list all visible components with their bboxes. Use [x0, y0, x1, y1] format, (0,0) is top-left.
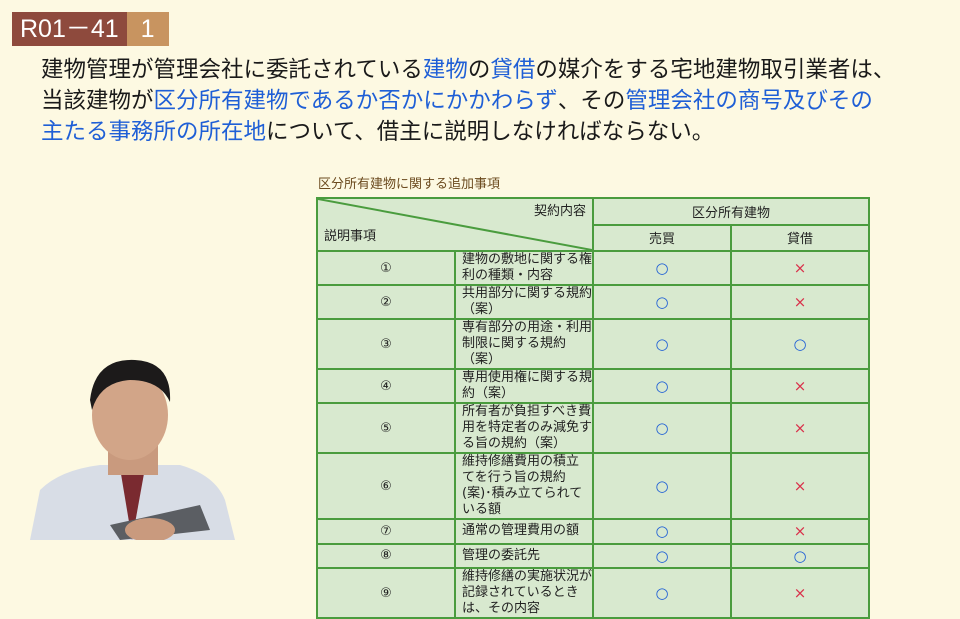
- header-lease: 貸借: [730, 223, 870, 253]
- question-text-segment: について、借主に説明しなければならない。: [266, 119, 715, 145]
- lease-mark: ○: [730, 318, 870, 370]
- question-code: R01－41: [12, 12, 127, 46]
- question-text-segment: の媒介をする宅地建物取引業者は、: [535, 57, 896, 83]
- diagonal-header-cell: 契約内容 説明事項: [316, 197, 594, 252]
- lease-mark: ×: [730, 452, 870, 520]
- question-text-segment: 建物管理が管理会社に委託されている: [41, 57, 423, 83]
- header-items: 説明事項: [324, 229, 377, 244]
- row-number: ⑧: [316, 542, 456, 569]
- header-sale: 売買: [592, 223, 732, 253]
- header-group: 区分所有建物: [592, 197, 870, 226]
- row-item-text: 建物の敷地に関する権利の種類・内容: [454, 250, 594, 286]
- highlighted-text: 区分所有建物であるか否かにかかわらず: [153, 88, 558, 114]
- diagonal-line: [318, 199, 592, 250]
- sale-mark: ○: [592, 567, 732, 619]
- question-text-segment: 当該建物が: [41, 88, 154, 114]
- sale-mark: ○: [592, 368, 732, 404]
- header-contract: 契約内容: [533, 204, 586, 219]
- row-item-text: 管理の委託先: [454, 542, 594, 569]
- question-line: 建物管理が管理会社に委託されている建物の貸借の媒介をする宅地建物取引業者は、: [41, 55, 951, 86]
- row-item-text: 所有者が負担すべき費用を特定者のみ減免する旨の規約（案）: [454, 402, 594, 454]
- lease-mark: ×: [730, 284, 870, 320]
- lease-mark: ×: [730, 250, 870, 286]
- lease-mark: ×: [730, 368, 870, 404]
- row-item-text: 専有部分の用途・利用制限に関する規約（案）: [454, 318, 594, 370]
- highlighted-text: 管理会社の商号及びその: [625, 88, 873, 114]
- lease-mark: ×: [730, 402, 870, 454]
- row-number: ①: [316, 250, 456, 286]
- question-text-segment: 、その: [557, 88, 626, 114]
- row-number: ⑨: [316, 567, 456, 619]
- question-line: 当該建物が区分所有建物であるか否かにかかわらず、その管理会社の商号及びその: [41, 86, 951, 117]
- row-number: ④: [316, 368, 456, 404]
- question-badge: R01－41 1: [12, 12, 169, 46]
- row-item-text: 共用部分に関する規約（案）: [454, 284, 594, 320]
- sale-mark: ○: [592, 452, 732, 520]
- question-line: 主たる事務所の所在地について、借主に説明しなければならない。: [41, 117, 951, 148]
- row-item-text: 専用使用権に関する規約（案）: [454, 368, 594, 404]
- sale-mark: ○: [592, 402, 732, 454]
- lease-mark: ○: [730, 542, 870, 569]
- answer-number: 1: [126, 12, 169, 46]
- highlighted-text: 建物: [422, 57, 468, 83]
- table-caption: 区分所有建物に関する追加事項: [318, 177, 501, 192]
- row-number: ⑥: [316, 452, 456, 520]
- sale-mark: ○: [592, 542, 732, 569]
- row-number: ③: [316, 318, 456, 370]
- sale-mark: ○: [592, 318, 732, 370]
- sale-mark: ○: [592, 250, 732, 286]
- highlighted-text: 主たる事務所の所在地: [41, 119, 267, 145]
- lease-mark: ×: [730, 567, 870, 619]
- row-item-text: 維持修繕の実施状況が記録されているときは、その内容: [454, 567, 594, 619]
- row-number: ⑤: [316, 402, 456, 454]
- question-text-segment: の: [467, 57, 491, 83]
- row-number: ②: [316, 284, 456, 320]
- highlighted-text: 貸借: [490, 57, 536, 83]
- row-item-text: 維持修繕費用の積立てを行う旨の規約(案)･積み立てられている額: [454, 452, 594, 520]
- sale-mark: ○: [592, 284, 732, 320]
- question-text: 建物管理が管理会社に委託されている建物の貸借の媒介をする宅地建物取引業者は、当該…: [41, 55, 951, 148]
- presenter-image: [30, 359, 235, 540]
